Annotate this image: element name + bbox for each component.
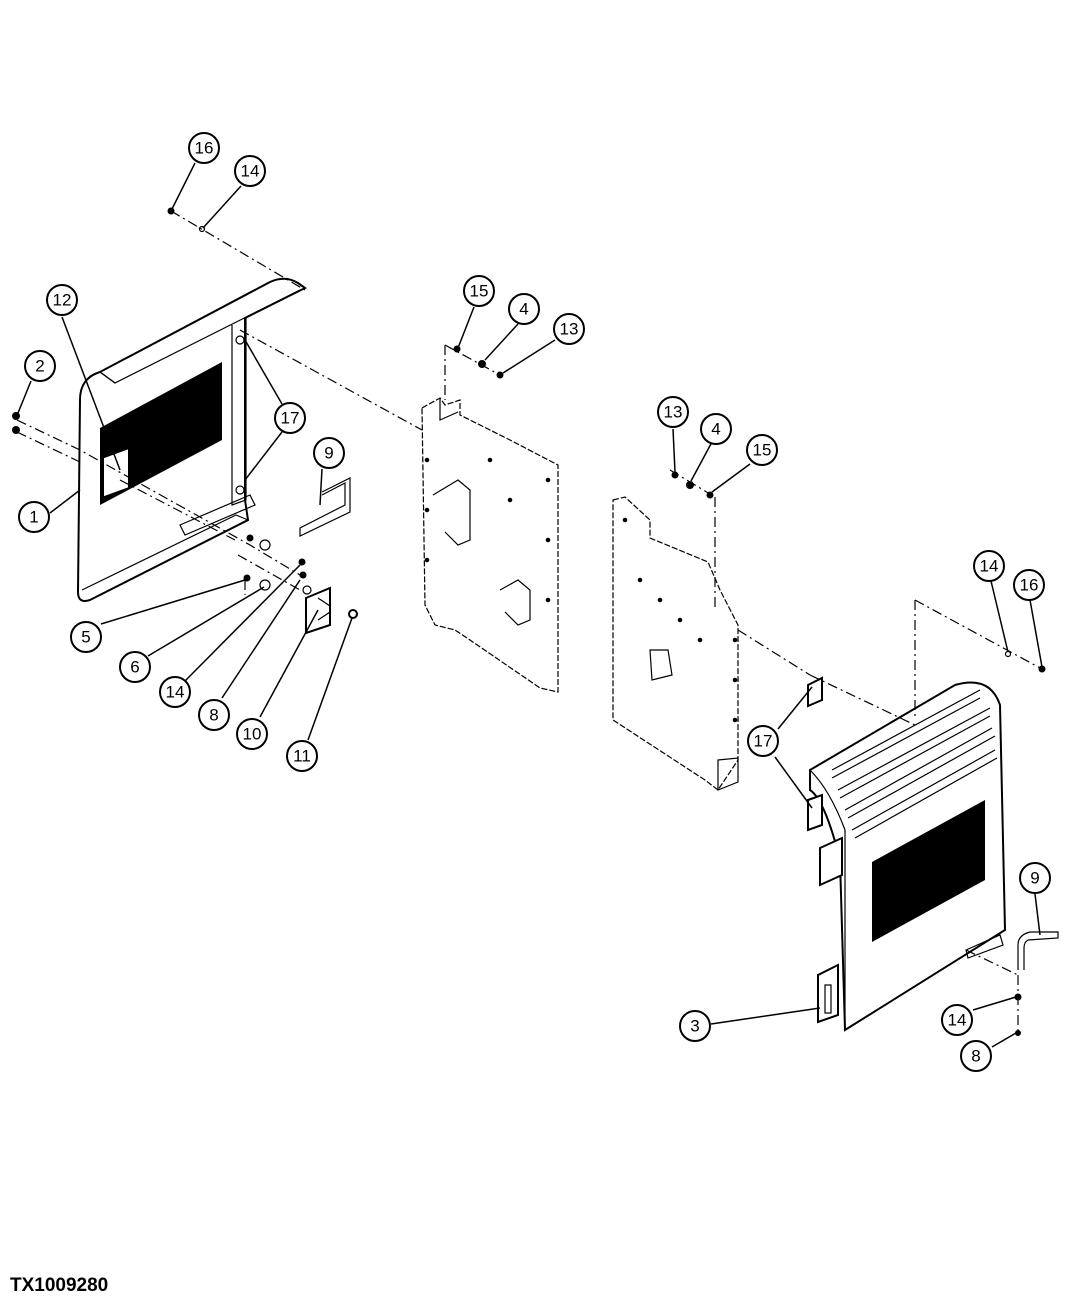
svg-text:9: 9 (324, 444, 333, 463)
callout-14-top-left: 14 (234, 155, 266, 187)
callout-17-right: 17 (747, 725, 779, 757)
svg-text:2: 2 (35, 357, 44, 376)
right-plate-hardware (671, 471, 714, 499)
callout-12: 12 (46, 284, 78, 316)
assembly-lines (16, 210, 1043, 1033)
callout-16-top-right: 16 (1013, 569, 1045, 601)
callout-9-left: 9 (313, 437, 345, 469)
svg-text:14: 14 (980, 557, 999, 576)
callout-5: 5 (70, 621, 102, 653)
svg-text:1: 1 (29, 508, 38, 527)
callout-17-left: 17 (274, 402, 306, 434)
callout-16-top-left: 16 (188, 132, 220, 164)
svg-text:3: 3 (690, 1017, 699, 1036)
svg-text:4: 4 (519, 300, 528, 319)
svg-text:14: 14 (166, 683, 185, 702)
callout-9-right: 9 (1019, 862, 1051, 894)
svg-text:13: 13 (560, 320, 579, 339)
callout-10: 10 (236, 718, 268, 750)
svg-text:14: 14 (948, 1011, 967, 1030)
left-panel-vent-grille (100, 362, 222, 505)
callout-6: 6 (119, 651, 151, 683)
svg-text:4: 4 (711, 420, 720, 439)
right-panel-louvers (831, 689, 998, 839)
center-plate-hardware (453, 345, 504, 379)
svg-text:11: 11 (293, 747, 311, 766)
svg-text:17: 17 (754, 732, 773, 751)
svg-text:14: 14 (241, 162, 260, 181)
callout-15-center: 15 (463, 275, 495, 307)
figure-id: TX1009280 (10, 1275, 109, 1296)
svg-text:10: 10 (243, 725, 262, 744)
callout-8-right: 8 (960, 1040, 992, 1072)
svg-text:5: 5 (81, 628, 90, 647)
callout-14-left-bottom: 14 (159, 676, 191, 708)
left-side-door-panel (76, 277, 307, 602)
svg-text:12: 12 (53, 291, 72, 310)
svg-text:6: 6 (130, 658, 139, 677)
callout-3: 3 (679, 1010, 711, 1042)
svg-text:8: 8 (971, 1047, 980, 1066)
svg-text:13: 13 (664, 403, 683, 422)
svg-text:15: 15 (753, 441, 772, 460)
leader-lines (17, 162, 1043, 1048)
callout-2: 2 (24, 350, 56, 382)
right-mounting-plate (612, 496, 739, 791)
svg-text:8: 8 (209, 706, 218, 725)
callout-15-right: 15 (746, 434, 778, 466)
callout-14-bottom-right: 14 (941, 1004, 973, 1036)
callout-4-center: 4 (508, 293, 540, 325)
right-panel-vent-grille (872, 800, 985, 942)
callout-1: 1 (18, 501, 50, 533)
right-side-door-panel (807, 676, 1007, 1032)
callout-13-center: 13 (553, 313, 585, 345)
callout-8-left: 8 (198, 699, 230, 731)
callout-11: 11 (286, 740, 318, 772)
svg-text:16: 16 (1020, 576, 1039, 595)
svg-text:9: 9 (1030, 869, 1039, 888)
svg-text:15: 15 (470, 282, 489, 301)
center-mounting-plate (421, 397, 559, 693)
callout-13-right: 13 (657, 396, 689, 428)
callout-4-right: 4 (700, 413, 732, 445)
svg-text:17: 17 (281, 409, 300, 428)
svg-text:16: 16 (195, 139, 214, 158)
callout-14-top-right: 14 (973, 550, 1005, 582)
right-door-hardware (1004, 650, 1059, 1036)
